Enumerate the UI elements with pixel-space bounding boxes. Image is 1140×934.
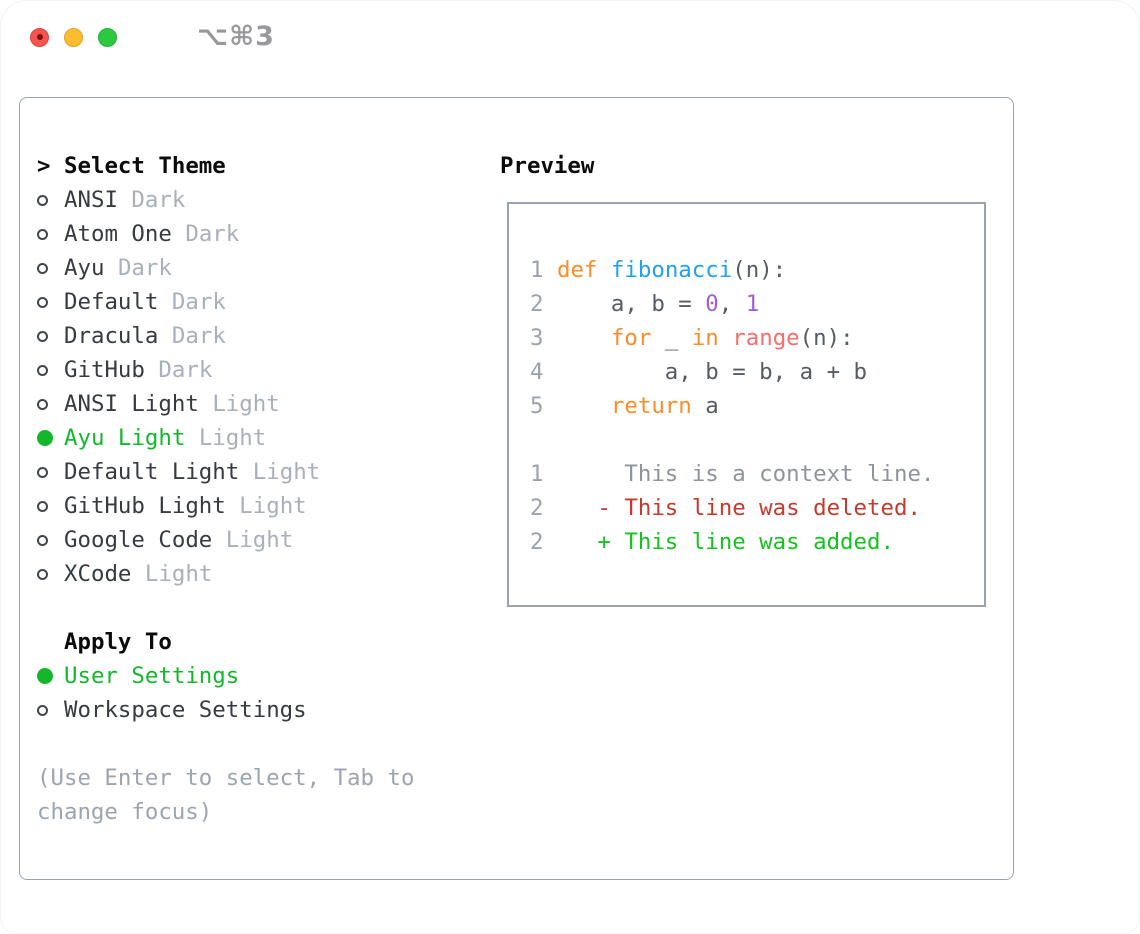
theme-variant-tag: Light [144,561,213,587]
apply-option-workspace-settings[interactable]: Workspace Settings [37,693,487,727]
theme-option-ayu-light-selected[interactable]: Ayu Light Light [37,421,487,455]
diff-context-line: 1 This is a context line. [530,461,935,487]
theme-variant-tag: Light [225,527,294,553]
select-theme-title: Select Theme [64,153,226,179]
theme-name: GitHub [64,357,145,383]
theme-variant-tag: Light [239,493,307,519]
theme-variant-tag: Light [252,459,321,485]
prompt-chevron-icon: > [37,153,51,179]
close-button[interactable] [30,27,49,47]
radio-unselected-icon [37,228,64,240]
theme-option-default-light[interactable]: Default Light Light [37,455,487,489]
theme-name: Default [64,289,159,315]
theme-option-ayu-dark[interactable]: Ayu Dark [37,251,487,285]
code-line-def: 1 def fibonacci(n): [530,257,787,283]
theme-option-default-dark[interactable]: Default Dark [37,285,487,319]
radio-selected-icon [37,668,64,684]
theme-selector-column: > Select Theme ANSI Dark Atom One Dark A… [37,149,487,829]
theme-name: XCode [64,561,132,587]
code-line-for: 3 for _ in range(n): [530,325,854,351]
radio-unselected-icon [37,364,64,376]
radio-unselected-icon [37,194,64,206]
apply-option-label: Workspace Settings [64,697,307,723]
radio-unselected-icon [37,262,64,274]
radio-unselected-icon [37,534,64,546]
radio-unselected-icon [37,568,64,580]
select-theme-header: > Select Theme [37,149,487,183]
keyboard-shortcut-label: ⌥⌘3 [197,21,275,52]
code-line-blank [530,423,934,457]
theme-option-xcode-light[interactable]: XCode Light [37,557,487,591]
theme-name: Ayu [64,255,105,281]
theme-name: Atom One [64,221,172,247]
theme-variant-tag: Dark [117,255,172,281]
preview-title: Preview [500,153,595,179]
theme-option-atom-one-dark[interactable]: Atom One Dark [37,217,487,251]
diff-added-line: 2 + This line was added. [530,529,894,555]
theme-option-github-light[interactable]: GitHub Light Light [37,489,487,523]
radio-unselected-icon [37,330,64,342]
radio-unselected-icon [37,398,64,410]
radio-unselected-icon [37,704,64,716]
code-line-return: 5 return a [530,393,719,419]
theme-option-dracula-dark[interactable]: Dracula Dark [37,319,487,353]
theme-option-ansi-light[interactable]: ANSI Light Light [37,387,487,421]
radio-unselected-icon [37,500,64,512]
zoom-button[interactable] [98,27,117,47]
theme-option-github-dark[interactable]: GitHub Dark [37,353,487,387]
theme-option-google-code-light[interactable]: Google Code Light [37,523,487,557]
radio-unselected-icon [37,296,64,308]
theme-variant-tag: Dark [185,221,240,247]
theme-variant-tag: Dark [158,357,213,383]
list-section-gap [37,591,487,625]
window-titlebar: ⌥⌘3 [30,21,274,52]
keyboard-hint-line-2: change focus) [37,799,213,825]
radio-unselected-icon [37,466,64,478]
apply-to-header: Apply To [37,625,487,659]
theme-variant-tag: Dark [171,289,226,315]
theme-variant-tag: Dark [131,187,186,213]
theme-name: ANSI Light [64,391,199,417]
theme-name: GitHub Light [64,493,226,519]
theme-variant-tag: Dark [171,323,226,349]
apply-option-label: User Settings [64,663,240,689]
theme-option-ansi-dark[interactable]: ANSI Dark [37,183,487,217]
theme-name: Dracula [64,323,159,349]
radio-selected-icon [37,430,64,446]
preview-pane: 1 def fibonacci(n): 2 a, b = 0, 1 3 for … [507,202,986,607]
code-line-assign: 2 a, b = 0, 1 [530,291,760,317]
code-preview: 1 def fibonacci(n): 2 a, b = 0, 1 3 for … [530,253,934,559]
diff-deleted-line: 2 - This line was deleted. [530,495,921,521]
apply-option-user-settings-selected[interactable]: User Settings [37,659,487,693]
keyboard-hint-line-1: (Use Enter to select, Tab to [37,765,415,791]
code-line-swap: 4 a, b = b, a + b [530,359,868,385]
minimize-button[interactable] [64,27,83,47]
theme-name: Default Light [64,459,240,485]
apply-to-title: Apply To [64,629,172,655]
theme-name: ANSI [64,187,118,213]
theme-name: Google Code [64,527,213,553]
hint-section-gap [37,727,487,761]
theme-variant-tag: Light [198,425,267,451]
theme-variant-tag: Light [212,391,280,417]
theme-name: Ayu Light [64,425,186,451]
